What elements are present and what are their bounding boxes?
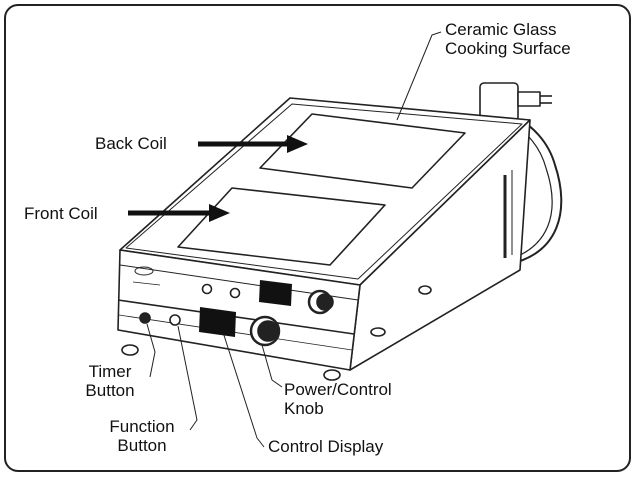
ceramic-glass-label: Ceramic Glass Cooking Surface: [445, 20, 571, 58]
ceramic-glass-label-line1: Ceramic Glass: [445, 20, 557, 39]
power-label-line1: Power/Control: [284, 380, 392, 399]
control-display-label: Control Display: [268, 437, 384, 456]
power-label-line2: Knob: [284, 399, 324, 418]
foot-front-left: [121, 344, 139, 356]
timer-label-line2: Button: [85, 381, 135, 400]
back-coil-zone: [259, 113, 466, 189]
back-coil-arrowhead: [287, 135, 308, 153]
control-display: [199, 307, 236, 337]
function-label-line1: Function: [109, 417, 175, 436]
function-label-line2: Button: [117, 436, 167, 455]
front-coil-label: Front Coil: [24, 204, 98, 223]
back-coil-label: Back Coil: [95, 134, 167, 153]
leader-display: [220, 325, 265, 448]
leader-power: [261, 344, 283, 388]
leader-ceramic: [396, 31, 442, 121]
power-control-knob-label: Power/Control Knob: [284, 380, 392, 418]
ceramic-glass-label-line2: Cooking Surface: [445, 39, 571, 58]
upper-display: [259, 280, 292, 306]
power-cord: [504, 119, 563, 266]
function-button: [169, 314, 181, 326]
function-button-label: Function Button: [96, 417, 188, 455]
leader-function: [177, 325, 198, 431]
timer-button-label: Timer Button: [70, 362, 150, 400]
leader-timer: [146, 323, 156, 378]
cooktop-front: [117, 249, 361, 371]
foot-front-right: [323, 369, 341, 381]
timer-button: [139, 312, 151, 324]
timer-label-line1: Timer: [88, 362, 132, 381]
front-coil-arrowhead: [209, 204, 230, 222]
